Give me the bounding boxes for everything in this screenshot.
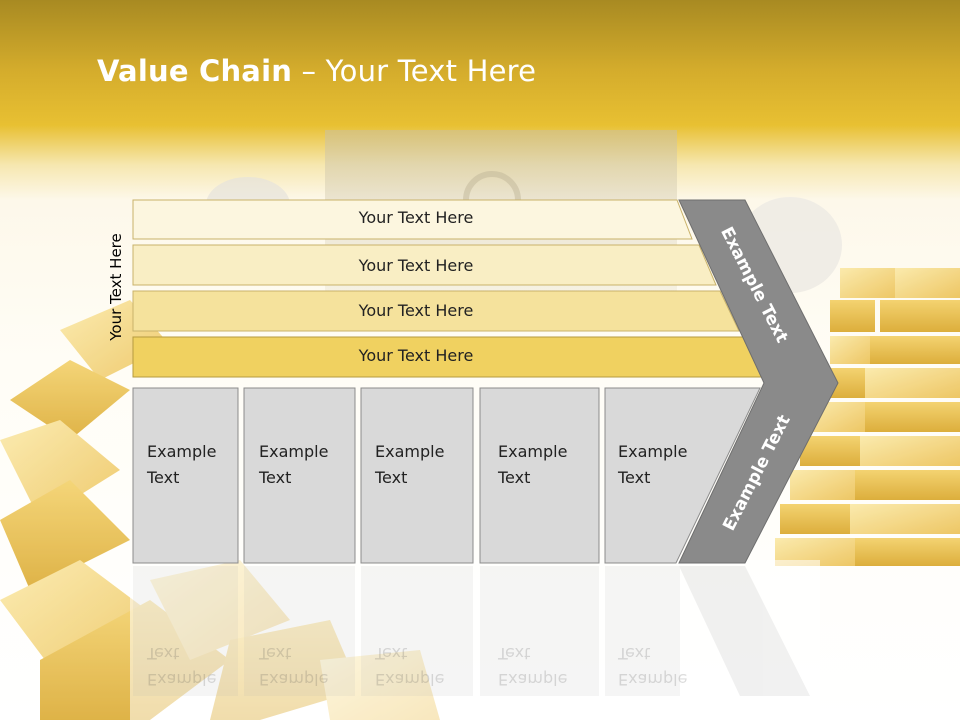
page-title: Value Chain – Your Text Here	[97, 54, 536, 88]
box-2-reflection: Example Text	[259, 644, 329, 689]
row-1-label: Your Text Here	[358, 208, 474, 227]
box-3-label: Example Text	[375, 442, 445, 487]
box-4-shape	[479, 387, 600, 564]
row-3-label: Your Text Here	[358, 301, 474, 320]
box-2-shape	[243, 387, 356, 564]
box-3-reflection: Example Text	[375, 644, 445, 689]
box-4-label: Example Text	[498, 442, 568, 487]
side-label: Your Text Here	[107, 233, 125, 341]
box-1-label: Example Text	[147, 442, 217, 487]
title-bold: Value Chain	[97, 54, 293, 88]
box-2-label: Example Text	[259, 442, 329, 487]
box-1-reflection: Example Text	[147, 644, 217, 689]
box-5-shape	[604, 387, 761, 564]
reflection	[133, 566, 810, 696]
box-5-reflection: Example Text	[618, 644, 688, 689]
chevron-shape	[678, 199, 839, 564]
box-1-shape	[132, 387, 239, 564]
row-2-label: Your Text Here	[358, 256, 474, 275]
box-5-label: Example Text	[618, 442, 688, 487]
row-2-shape	[132, 244, 717, 286]
title-rest: – Your Text Here	[292, 54, 537, 88]
box-4-reflection: Example Text	[498, 644, 568, 689]
box-3-shape	[360, 387, 474, 564]
row-4-label: Your Text Here	[358, 346, 474, 365]
row-1-shape	[132, 199, 693, 240]
row-3-shape	[132, 290, 740, 332]
